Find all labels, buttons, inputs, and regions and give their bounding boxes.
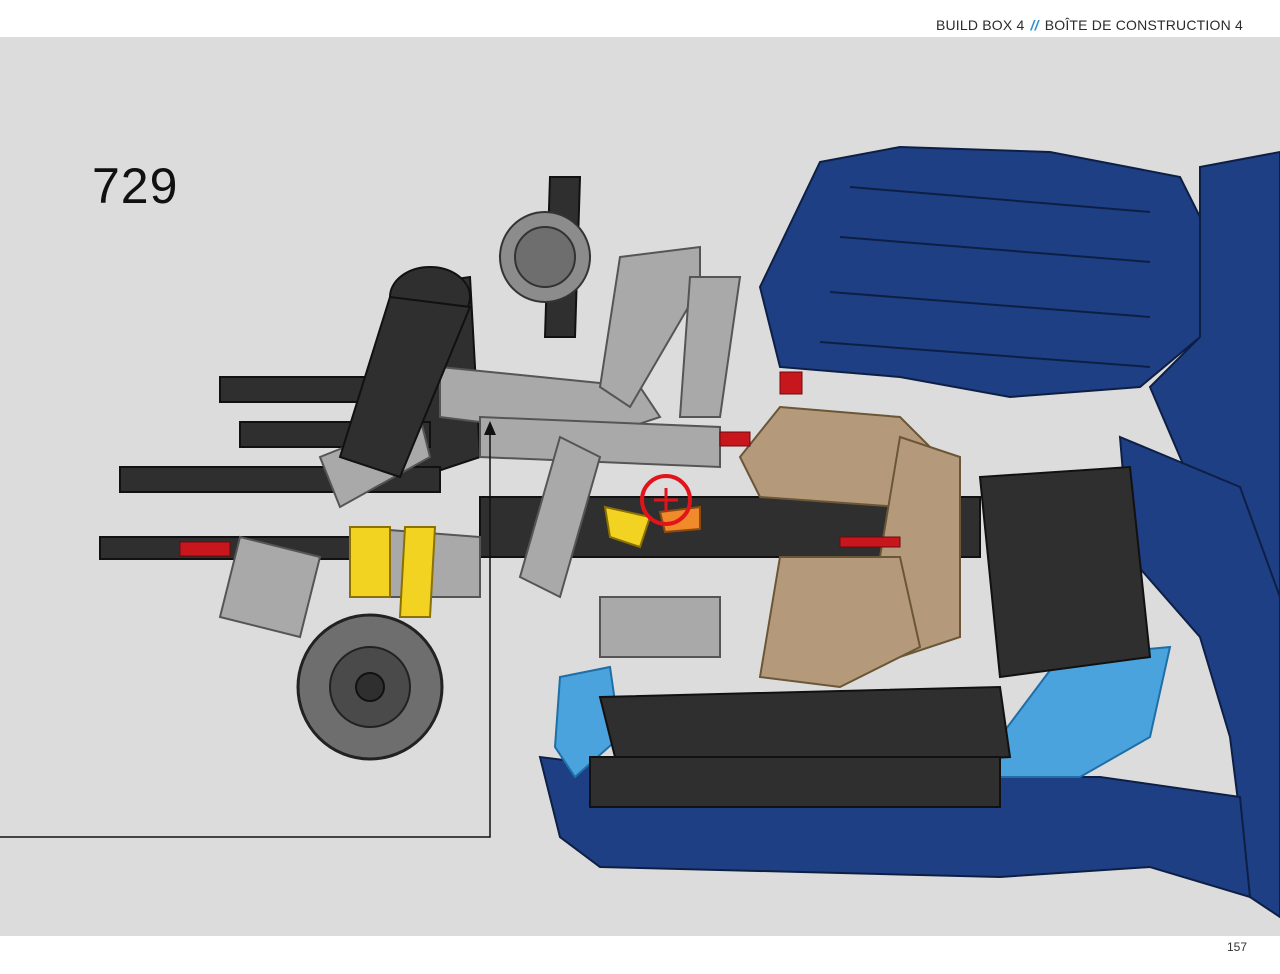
assembly-illustration bbox=[0, 145, 1280, 919]
brake-disc bbox=[296, 613, 444, 761]
engine-cylinder bbox=[338, 211, 591, 479]
header-build-box-fr: BOÎTE DE CONSTRUCTION 4 bbox=[1044, 17, 1243, 33]
step-number: 729 bbox=[92, 158, 179, 214]
header-title: BUILD BOX 4 // BOÎTE DE CONSTRUCTION 4 bbox=[936, 17, 1243, 33]
header-build-box-en: BUILD BOX 4 bbox=[935, 17, 1025, 33]
red-orange-parts bbox=[179, 371, 901, 557]
gray-liftarms bbox=[218, 245, 742, 658]
instruction-canvas: 729 bbox=[0, 37, 1280, 936]
yellow-parts bbox=[349, 505, 652, 618]
tan-seats bbox=[738, 405, 961, 689]
page-header: BUILD BOX 4 // BOÎTE DE CONSTRUCTION 4 bbox=[0, 0, 1280, 37]
header-separator: // bbox=[1030, 17, 1039, 33]
page-number: 157 bbox=[1226, 940, 1247, 954]
blue-body-panels bbox=[538, 145, 1280, 919]
highlight-circle bbox=[640, 474, 692, 526]
callout-pointer bbox=[0, 421, 496, 838]
